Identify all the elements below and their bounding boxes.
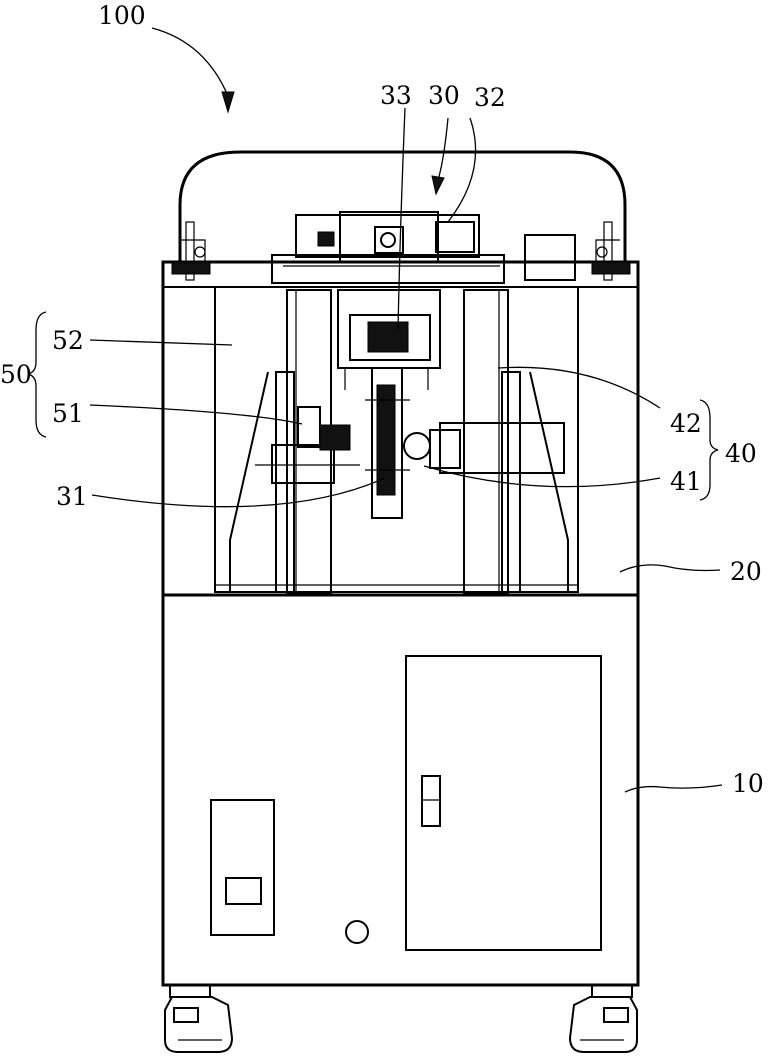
upper-housing [161, 260, 640, 597]
brace-50 [27, 311, 47, 438]
label-30: 30 [428, 81, 460, 110]
reference-numerals: 100 33 30 32 52 50 51 42 40 41 31 20 10 [0, 1, 764, 798]
left-unit-51 [255, 406, 360, 484]
label-40: 40 [725, 439, 757, 468]
top-mechanism [271, 211, 576, 284]
label-10: 10 [732, 769, 764, 798]
label-42: 42 [670, 409, 702, 438]
leader-lines [89, 27, 723, 793]
label-32: 32 [474, 83, 506, 112]
label-20: 20 [730, 557, 762, 586]
label-50: 50 [0, 360, 32, 389]
top-hood [178, 150, 627, 262]
latch-right [591, 221, 631, 281]
lower-cabinet [161, 593, 640, 987]
label-52: 52 [52, 326, 84, 355]
carriage-33 [337, 289, 441, 390]
label-41: 41 [670, 467, 702, 496]
brace-40 [699, 399, 719, 501]
caster-left [164, 984, 234, 1053]
arm-assembly-31 [365, 367, 410, 519]
label-100: 100 [98, 1, 146, 30]
caster-right [568, 984, 638, 1053]
label-51: 51 [52, 399, 84, 428]
right-unit-41 [403, 422, 565, 474]
label-31: 31 [56, 482, 88, 511]
latch-left [171, 221, 211, 281]
label-33: 33 [380, 81, 412, 110]
